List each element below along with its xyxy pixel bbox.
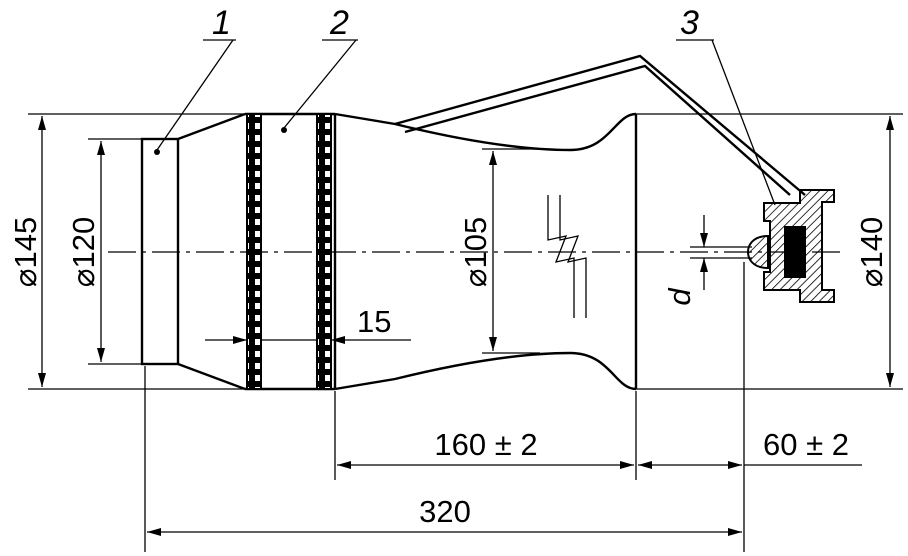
inlet-collar [140,137,180,366]
callout-2-leader [283,39,357,129]
callout-2-label: 2 [329,4,349,42]
dim-320-label: 320 [419,494,471,529]
pitot-dome [746,234,769,270]
dim-120-label: ⌀120 [66,217,101,287]
honeycomb-screen-right [316,113,332,390]
dim-145-label: ⌀145 [8,217,43,287]
honeycomb-screen-left [246,113,262,390]
dim-140-label: ⌀140 [854,217,889,287]
callout-3-leader [711,39,776,206]
callout-1-label: 1 [212,4,231,42]
callout-3-label: 3 [680,4,699,42]
pitot-tube-outer [394,54,806,196]
dim-d-label: d [662,287,697,306]
callout-2-dot [281,127,287,133]
dim-60-label: 60 ± 2 [763,427,849,462]
dim-15-label: 15 [357,304,391,339]
callout-1-leader [156,39,234,151]
dim-160-label: 160 ± 2 [434,427,537,462]
break-symbol-2 [559,195,587,318]
pitot-core [784,226,806,278]
inlet-cone-top [177,112,246,141]
break-symbol [547,195,575,318]
dim-105-label: ⌀105 [458,217,493,287]
inlet-cone-bottom [177,362,246,391]
nozzle-top [334,112,637,152]
pitot-tube-inner [404,64,791,196]
nozzle-bottom [334,351,637,391]
callout-1-dot [154,149,160,155]
